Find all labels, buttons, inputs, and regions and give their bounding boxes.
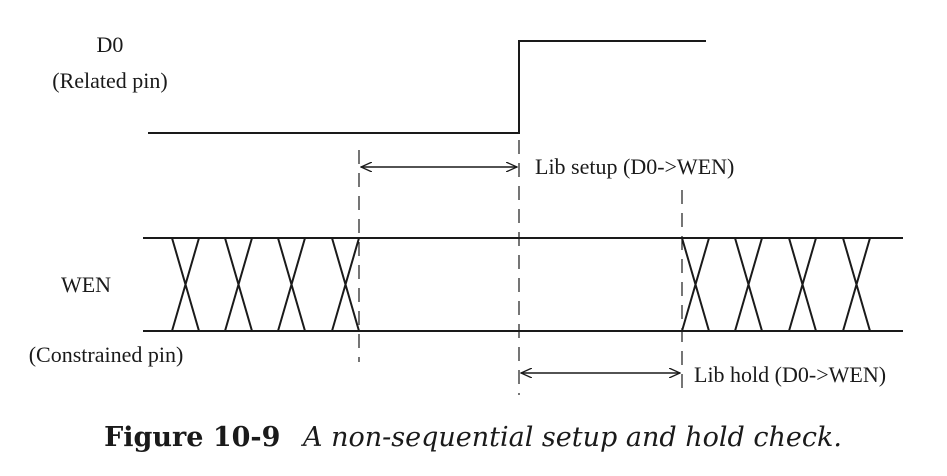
figure-caption-text: A non-sequential setup and hold check. xyxy=(300,422,842,453)
figure-caption: Figure 10-9 A non-sequential setup and h… xyxy=(104,422,842,453)
caption-gap xyxy=(294,422,303,453)
setup-label: Lib setup (D0->WEN) xyxy=(535,154,734,179)
d0-signal-name: D0 xyxy=(97,32,124,57)
wen-signal-name: WEN xyxy=(61,272,111,297)
d0-waveform xyxy=(148,40,706,134)
d0-signal-description: (Related pin) xyxy=(52,68,167,93)
figure-number: Figure 10-9 xyxy=(104,422,280,453)
wen-signal-description: (Constrained pin) xyxy=(29,342,184,367)
hold-label: Lib hold (D0->WEN) xyxy=(694,362,886,387)
wen-waveform xyxy=(143,237,903,332)
